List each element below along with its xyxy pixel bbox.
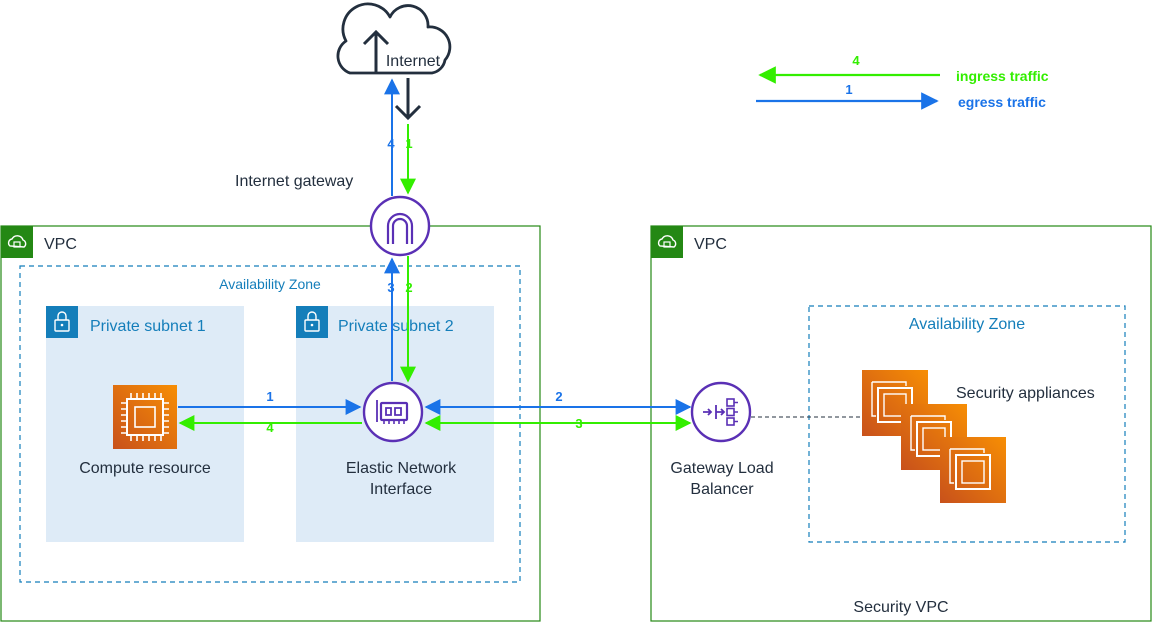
eni-label-line1: Elastic Network: [346, 460, 457, 477]
appliance-icon: [940, 437, 1006, 503]
legend-egress-label: egress traffic: [958, 94, 1046, 110]
internet-gateway: Internet gateway: [235, 173, 431, 257]
gwlb-icon: [690, 381, 752, 443]
vpc-cloud-icon: [651, 226, 683, 258]
security-az-label: Availability Zone: [909, 316, 1025, 333]
igw-icon: [369, 195, 431, 257]
gateway-load-balancer: Gateway Load Balancer: [670, 381, 774, 498]
lock-icon: [46, 306, 78, 338]
gwlb-label-line1: Gateway Load: [670, 460, 773, 477]
security-appliances: Security appliances: [862, 370, 1095, 503]
step-label: 1: [405, 136, 412, 151]
compute-resource: Compute resource: [79, 385, 211, 477]
step-label: 4: [266, 420, 274, 435]
elastic-network-interface: Elastic Network Interface: [346, 381, 457, 498]
step-label: 2: [555, 389, 562, 404]
app-vpc-label: VPC: [44, 236, 77, 253]
cloud-icon: [336, 2, 452, 121]
legend-ingress-label: ingress traffic: [956, 68, 1049, 84]
internet: Internet: [336, 2, 452, 121]
eni-icon: [362, 381, 424, 443]
step-label: 4: [387, 136, 395, 151]
appliance-icon: [862, 370, 928, 436]
gwlb-label-line2: Balancer: [690, 481, 754, 498]
eni-label-line2: Interface: [370, 481, 432, 498]
legend: 4 ingress traffic 1 egress traffic: [756, 53, 1049, 110]
security-vpc-label: VPC: [694, 236, 727, 253]
subnet2-label: Private subnet 2: [338, 318, 454, 335]
legend-ingress-step: 4: [852, 53, 860, 68]
step-label: 1: [266, 389, 273, 404]
vpc-cloud-icon: [1, 226, 33, 258]
compute-label: Compute resource: [79, 460, 211, 477]
step-label: 3: [387, 280, 394, 295]
ec2-chip-icon: [113, 385, 177, 449]
appliances-label: Security appliances: [956, 385, 1095, 402]
app-az-label: Availability Zone: [219, 276, 321, 292]
lock-icon: [296, 306, 328, 338]
legend-egress-step: 1: [845, 82, 852, 97]
security-availability-zone: [808, 305, 1126, 543]
igw-label: Internet gateway: [235, 173, 353, 190]
internet-label: Internet: [386, 53, 441, 70]
security-vpc-footer: Security VPC: [853, 599, 948, 616]
step-label: 2: [405, 280, 412, 295]
step-label: 3: [575, 416, 582, 431]
subnet1-label: Private subnet 1: [90, 318, 206, 335]
security-vpc: VPC Security VPC Availability Zone Gatew…: [650, 225, 1152, 622]
